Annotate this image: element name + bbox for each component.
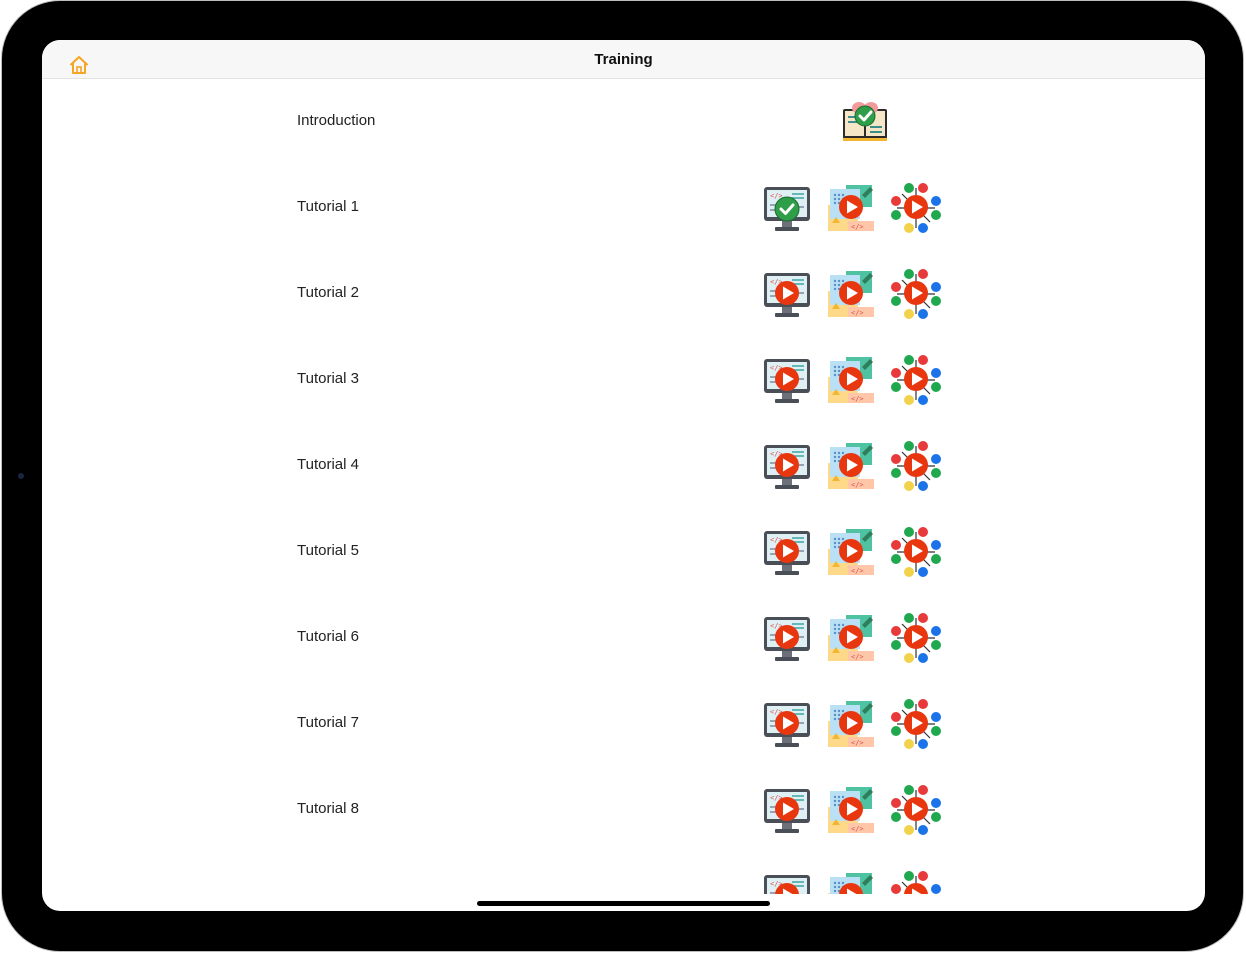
monitor-code-icon[interactable]: </> — [762, 785, 812, 835]
tutorial-row: Tutorial 1 </> </> — [42, 165, 1205, 251]
home-indicator[interactable] — [477, 901, 770, 906]
front-camera — [18, 473, 24, 479]
tutorial-label: Tutorial 3 — [297, 370, 359, 387]
tutorial-label: Tutorial 5 — [297, 542, 359, 559]
design-code-icon[interactable]: </> — [826, 269, 876, 319]
tutorial-label: Tutorial 1 — [297, 198, 359, 215]
svg-text:</>: </> — [851, 739, 864, 747]
intro-label: Introduction — [297, 112, 376, 129]
tutorial-icons: </> </> — [762, 183, 946, 233]
design-code-icon[interactable]: </> — [826, 871, 876, 894]
network-nodes-icon[interactable] — [891, 269, 941, 319]
svg-text:</>: </> — [770, 364, 783, 372]
design-code-icon[interactable]: </> — [826, 355, 876, 405]
svg-text:</>: </> — [770, 880, 783, 888]
network-nodes-icon[interactable] — [891, 183, 941, 233]
svg-text:</>: </> — [770, 708, 783, 716]
svg-text:</>: </> — [851, 481, 864, 489]
tutorial-icons: </> </> — [762, 441, 946, 491]
tutorial-icons: </> </> — [762, 785, 946, 835]
tutorial-row: Tutorial 6 </> </> — [42, 595, 1205, 681]
page-title: Training — [594, 51, 653, 68]
monitor-code-icon[interactable]: </> — [762, 613, 812, 663]
tutorial-label: Tutorial 4 — [297, 456, 359, 473]
network-nodes-icon[interactable] — [891, 699, 941, 749]
tutorial-label: Tutorial 2 — [297, 284, 359, 301]
network-nodes-icon[interactable] — [891, 785, 941, 835]
svg-text:</>: </> — [770, 278, 783, 286]
monitor-code-icon[interactable]: </> — [762, 183, 812, 233]
tutorial-label: Tutorial 8 — [297, 800, 359, 817]
tutorial-row: Tutorial 2 </> </> — [42, 251, 1205, 337]
design-code-icon[interactable]: </> — [826, 183, 876, 233]
app-screen: Training Introduction — [42, 40, 1205, 911]
network-nodes-icon[interactable] — [891, 613, 941, 663]
design-code-icon[interactable]: </> — [826, 785, 876, 835]
tutorial-row: Tutorial 8 </> </> — [42, 767, 1205, 853]
svg-text:</>: </> — [770, 794, 783, 802]
monitor-code-icon[interactable]: </> — [762, 871, 812, 894]
svg-text:</>: </> — [851, 223, 864, 231]
navigation-bar: Training — [42, 40, 1205, 79]
network-nodes-icon[interactable] — [891, 355, 941, 405]
tutorial-row: Tutorial 5 </> </> — [42, 509, 1205, 595]
monitor-code-icon[interactable]: </> — [762, 441, 812, 491]
svg-text:</>: </> — [851, 825, 864, 833]
design-code-icon[interactable]: </> — [826, 613, 876, 663]
svg-text:</>: </> — [851, 567, 864, 575]
book-check-icon[interactable] — [840, 97, 890, 147]
tutorial-row: Tutorial 4 </> </> — [42, 423, 1205, 509]
svg-text:</>: </> — [770, 192, 783, 200]
tutorial-icons: </> </> — [762, 699, 946, 749]
tutorial-row: </> </> — [42, 853, 1205, 894]
tutorial-label: Tutorial 6 — [297, 628, 359, 645]
monitor-code-icon[interactable]: </> — [762, 527, 812, 577]
svg-text:</>: </> — [770, 536, 783, 544]
intro-icons — [762, 97, 946, 147]
tutorial-row: Tutorial 3 </> </> — [42, 337, 1205, 423]
svg-text:</>: </> — [851, 309, 864, 317]
design-code-icon[interactable]: </> — [826, 441, 876, 491]
monitor-code-icon[interactable]: </> — [762, 699, 812, 749]
network-nodes-icon[interactable] — [891, 527, 941, 577]
svg-text:</>: </> — [770, 450, 783, 458]
design-code-icon[interactable]: </> — [826, 699, 876, 749]
monitor-code-icon[interactable]: </> — [762, 355, 812, 405]
design-code-icon[interactable]: </> — [826, 527, 876, 577]
tutorial-icons: </> </> — [762, 613, 946, 663]
tutorial-label: Tutorial 7 — [297, 714, 359, 731]
tutorial-icons: </> </> — [762, 269, 946, 319]
svg-text:</>: </> — [770, 622, 783, 630]
tutorial-icons: </> </> — [762, 355, 946, 405]
home-icon[interactable] — [68, 54, 90, 76]
tutorial-icons: </> </> — [762, 871, 946, 894]
intro-row: Introduction — [42, 79, 1205, 165]
network-nodes-icon[interactable] — [891, 871, 941, 894]
svg-text:</>: </> — [851, 395, 864, 403]
tutorial-row: Tutorial 7 </> </> — [42, 681, 1205, 767]
tutorial-icons: </> </> — [762, 527, 946, 577]
monitor-code-icon[interactable]: </> — [762, 269, 812, 319]
svg-text:</>: </> — [851, 653, 864, 661]
network-nodes-icon[interactable] — [891, 441, 941, 491]
training-list: Introduction — [42, 79, 1205, 894]
